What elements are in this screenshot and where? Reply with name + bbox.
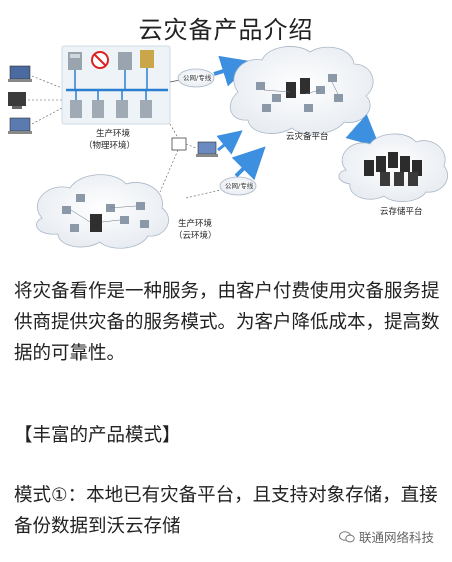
architecture-diagram: 生产环境 （物理环境） 公网/专线 云灾备平台 — [8, 45, 449, 249]
wechat-icon — [338, 530, 355, 542]
laptop-icon — [8, 65, 32, 82]
server-icon — [70, 100, 152, 118]
workstation-icon — [8, 117, 32, 134]
network-tag-top: 公网/专线 — [183, 73, 212, 82]
router-icon — [171, 137, 187, 151]
production-physical-environment: 生产环境 （物理环境） — [61, 45, 171, 151]
label-disaster-platform: 云灾备平台 — [286, 131, 329, 142]
network-cloud-top — [177, 68, 215, 88]
arrow-to-storage-platform — [345, 114, 380, 148]
desktop-icon — [8, 92, 26, 109]
section-heading: 【丰富的产品模式】 — [14, 425, 181, 446]
network-tag-bottom: 公网/专线 — [225, 181, 254, 190]
label-physical-environment: （物理环境） — [84, 140, 135, 151]
laptop-icon — [196, 141, 218, 157]
arrow-cloud-env-to-platform — [231, 146, 266, 181]
label-storage-platform: 云存储平台 — [380, 206, 423, 217]
mode-paragraph: 模式①：本地已有灾备平台，且支持对象存储，直接备份数据到沃云存储 — [14, 485, 438, 537]
intro-paragraph: 将灾备看作是一种服务，由客户付费使用灾备服务提供商提供灾备的服务模式。为客户降低… — [14, 281, 440, 364]
disaster-recovery-cloud: 云灾备平台 — [229, 46, 374, 142]
page-title: 云灾备产品介绍 — [138, 16, 314, 44]
production-cloud-environment: 生产环境 （云环境） — [36, 174, 217, 249]
label-production-cloud: 生产环境 — [178, 218, 213, 229]
label-cloud-environment: （云环境） — [174, 230, 217, 241]
watermark-text: 联通网络科技 — [358, 530, 434, 545]
label-production-physical: 生产环境 — [96, 128, 131, 139]
watermark: 联通网络科技 — [338, 527, 434, 546]
storage-cloud: 云存储平台 — [338, 133, 449, 217]
storage-array-icon — [364, 152, 422, 186]
arrow-laptop-to-platform — [216, 130, 243, 155]
client-devices — [8, 65, 63, 134]
